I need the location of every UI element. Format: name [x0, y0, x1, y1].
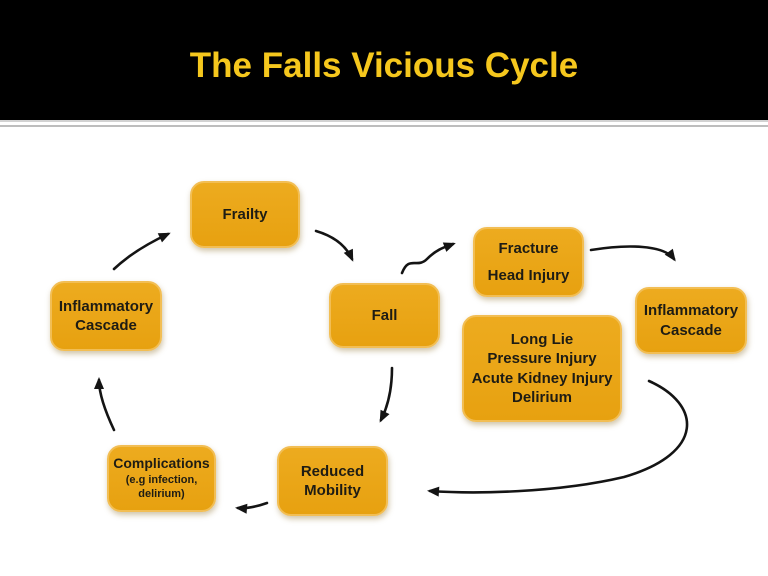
- header-divider-top: [0, 120, 768, 122]
- node-inflammatory-right-line1: Inflammatory: [643, 302, 739, 320]
- slide-header: The Falls Vicious Cycle: [0, 0, 768, 120]
- arrow-fall-to-reduced-mobility: [379, 366, 394, 423]
- node-long-lie-consequences: Long Lie Pressure Injury Acute Kidney In…: [462, 315, 622, 422]
- slide-title: The Falls Vicious Cycle: [189, 46, 579, 85]
- arrow-complications-to-inflammatory-left: [94, 377, 116, 432]
- node-fracture-head-injury: Fracture Head Injury: [473, 227, 584, 297]
- node-long-lie-line3: Acute Kidney Injury: [471, 369, 613, 387]
- node-complications-note-line1: (e.g infection,: [125, 474, 198, 487]
- arrow-fracture-to-inflammatory-right: [589, 245, 676, 262]
- arrow-frailty-to-fall: [314, 229, 354, 262]
- node-long-lie-line2: Pressure Injury: [487, 350, 597, 368]
- node-inflammatory-left-line1: Inflammatory: [58, 297, 154, 315]
- node-long-lie-line4: Delirium: [511, 388, 572, 406]
- arrow-reduced-mobility-to-complications: [235, 501, 269, 514]
- node-fall: Fall: [329, 283, 440, 348]
- arrow-fall-to-fracture: [400, 242, 456, 275]
- node-inflammatory-right-line2: Cascade: [660, 321, 722, 339]
- arrow-inflammatory-left-to-frailty: [112, 232, 171, 271]
- node-fracture-line2: Head Injury: [487, 266, 570, 284]
- node-reduced-mobility-line2: Mobility: [304, 482, 361, 499]
- node-inflammatory-cascade-left: Inflammatory Cascade: [50, 281, 162, 351]
- node-complications: Complications (e.g infection, delirium): [107, 445, 216, 512]
- node-complications-label: Complications: [113, 455, 210, 472]
- node-frailty: Frailty: [190, 181, 300, 248]
- node-long-lie-line1: Long Lie: [510, 331, 574, 349]
- node-fracture-line1: Fracture: [498, 240, 559, 258]
- header-divider-bottom: [0, 125, 768, 127]
- node-frailty-label: Frailty: [222, 205, 268, 223]
- node-fall-label: Fall: [371, 306, 398, 324]
- node-inflammatory-cascade-right: Inflammatory Cascade: [635, 287, 747, 354]
- node-complications-note-line2: delirium): [138, 488, 185, 501]
- node-inflammatory-left-line2: Cascade: [75, 317, 137, 334]
- node-reduced-mobility-line1: Reduced: [300, 462, 365, 480]
- node-reduced-mobility: Reduced Mobility: [277, 446, 388, 516]
